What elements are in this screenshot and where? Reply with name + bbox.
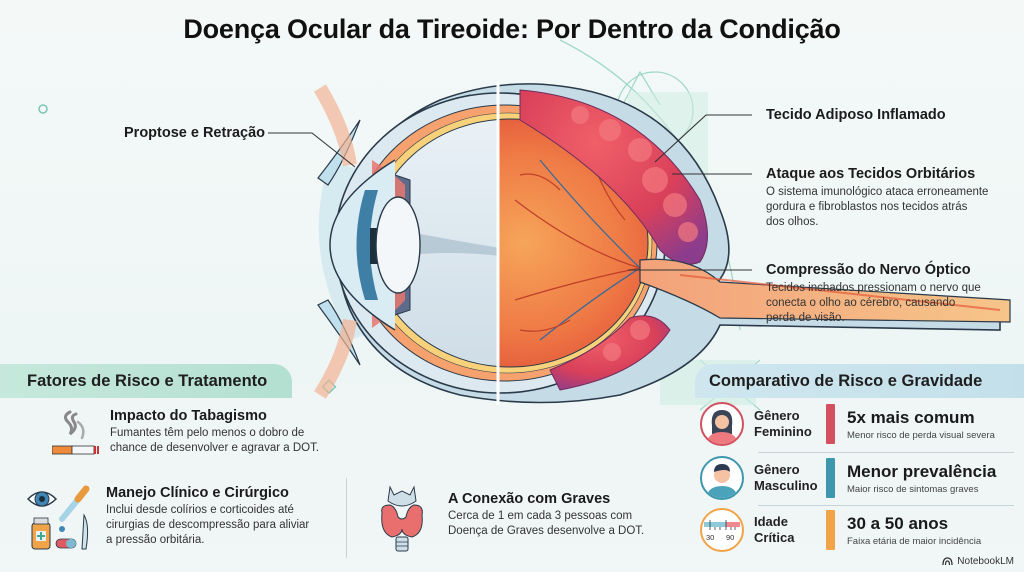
female-avatar-icon xyxy=(700,402,744,446)
risk-treatment-heading: Fatores de Risco e Tratamento xyxy=(0,364,292,398)
row-separator xyxy=(758,505,1014,506)
panel-divider xyxy=(346,478,347,558)
male-avatar-icon xyxy=(700,456,744,500)
age-color-bar xyxy=(826,510,835,550)
risk-severity-heading: Comparativo de Risco e Gravidade xyxy=(695,364,1024,398)
page-title: Doença Ocular da Tireoide: Por Dentro da… xyxy=(183,14,841,44)
smoking-impact-item: Impacto do Tabagismo Fumantes têm pelo m… xyxy=(52,408,319,458)
comparison-row-age: 30 90 Idade Crítica 30 a 50 anos Faixa e… xyxy=(700,503,1015,557)
row-separator xyxy=(758,452,1014,453)
svg-text:30: 30 xyxy=(706,533,714,542)
comparison-row-female: Gênero Feminino 5x mais comum Menor risc… xyxy=(700,397,1015,451)
label-inflamed-adipose: Tecido Adiposo Inflamado xyxy=(766,107,946,123)
graves-connection-item: A Conexão com Graves Cerca de 1 em cada … xyxy=(378,485,644,553)
orbital-attack-description: O sistema imunológico ataca erroneamente… xyxy=(766,186,989,228)
female-color-bar xyxy=(826,404,835,444)
brand-watermark: NotebookLM xyxy=(942,556,1014,567)
thyroid-icon xyxy=(381,485,423,552)
age-ruler-icon: 30 90 xyxy=(700,508,744,552)
notebooklm-logo-icon xyxy=(942,557,953,566)
label-optic-nerve: Compressão do Nervo Óptico Tecidos incha… xyxy=(766,262,981,324)
optic-nerve-description: Tecidos inchados pressionam o nervo que … xyxy=(766,282,981,324)
medical-treatment-icon xyxy=(26,485,90,550)
cigarette-icon xyxy=(52,410,99,455)
clinical-management-item: Manejo Clínico e Cirúrgico Inclui desde … xyxy=(26,485,309,551)
male-color-bar xyxy=(826,458,835,498)
label-proptose: Proptose e Retração xyxy=(124,125,266,141)
label-orbital-attack: Ataque aos Tecidos Orbitários O sistema … xyxy=(766,166,989,228)
svg-text:90: 90 xyxy=(726,533,734,542)
comparison-row-male: Gênero Masculino Menor prevalência Maior… xyxy=(700,451,1015,505)
